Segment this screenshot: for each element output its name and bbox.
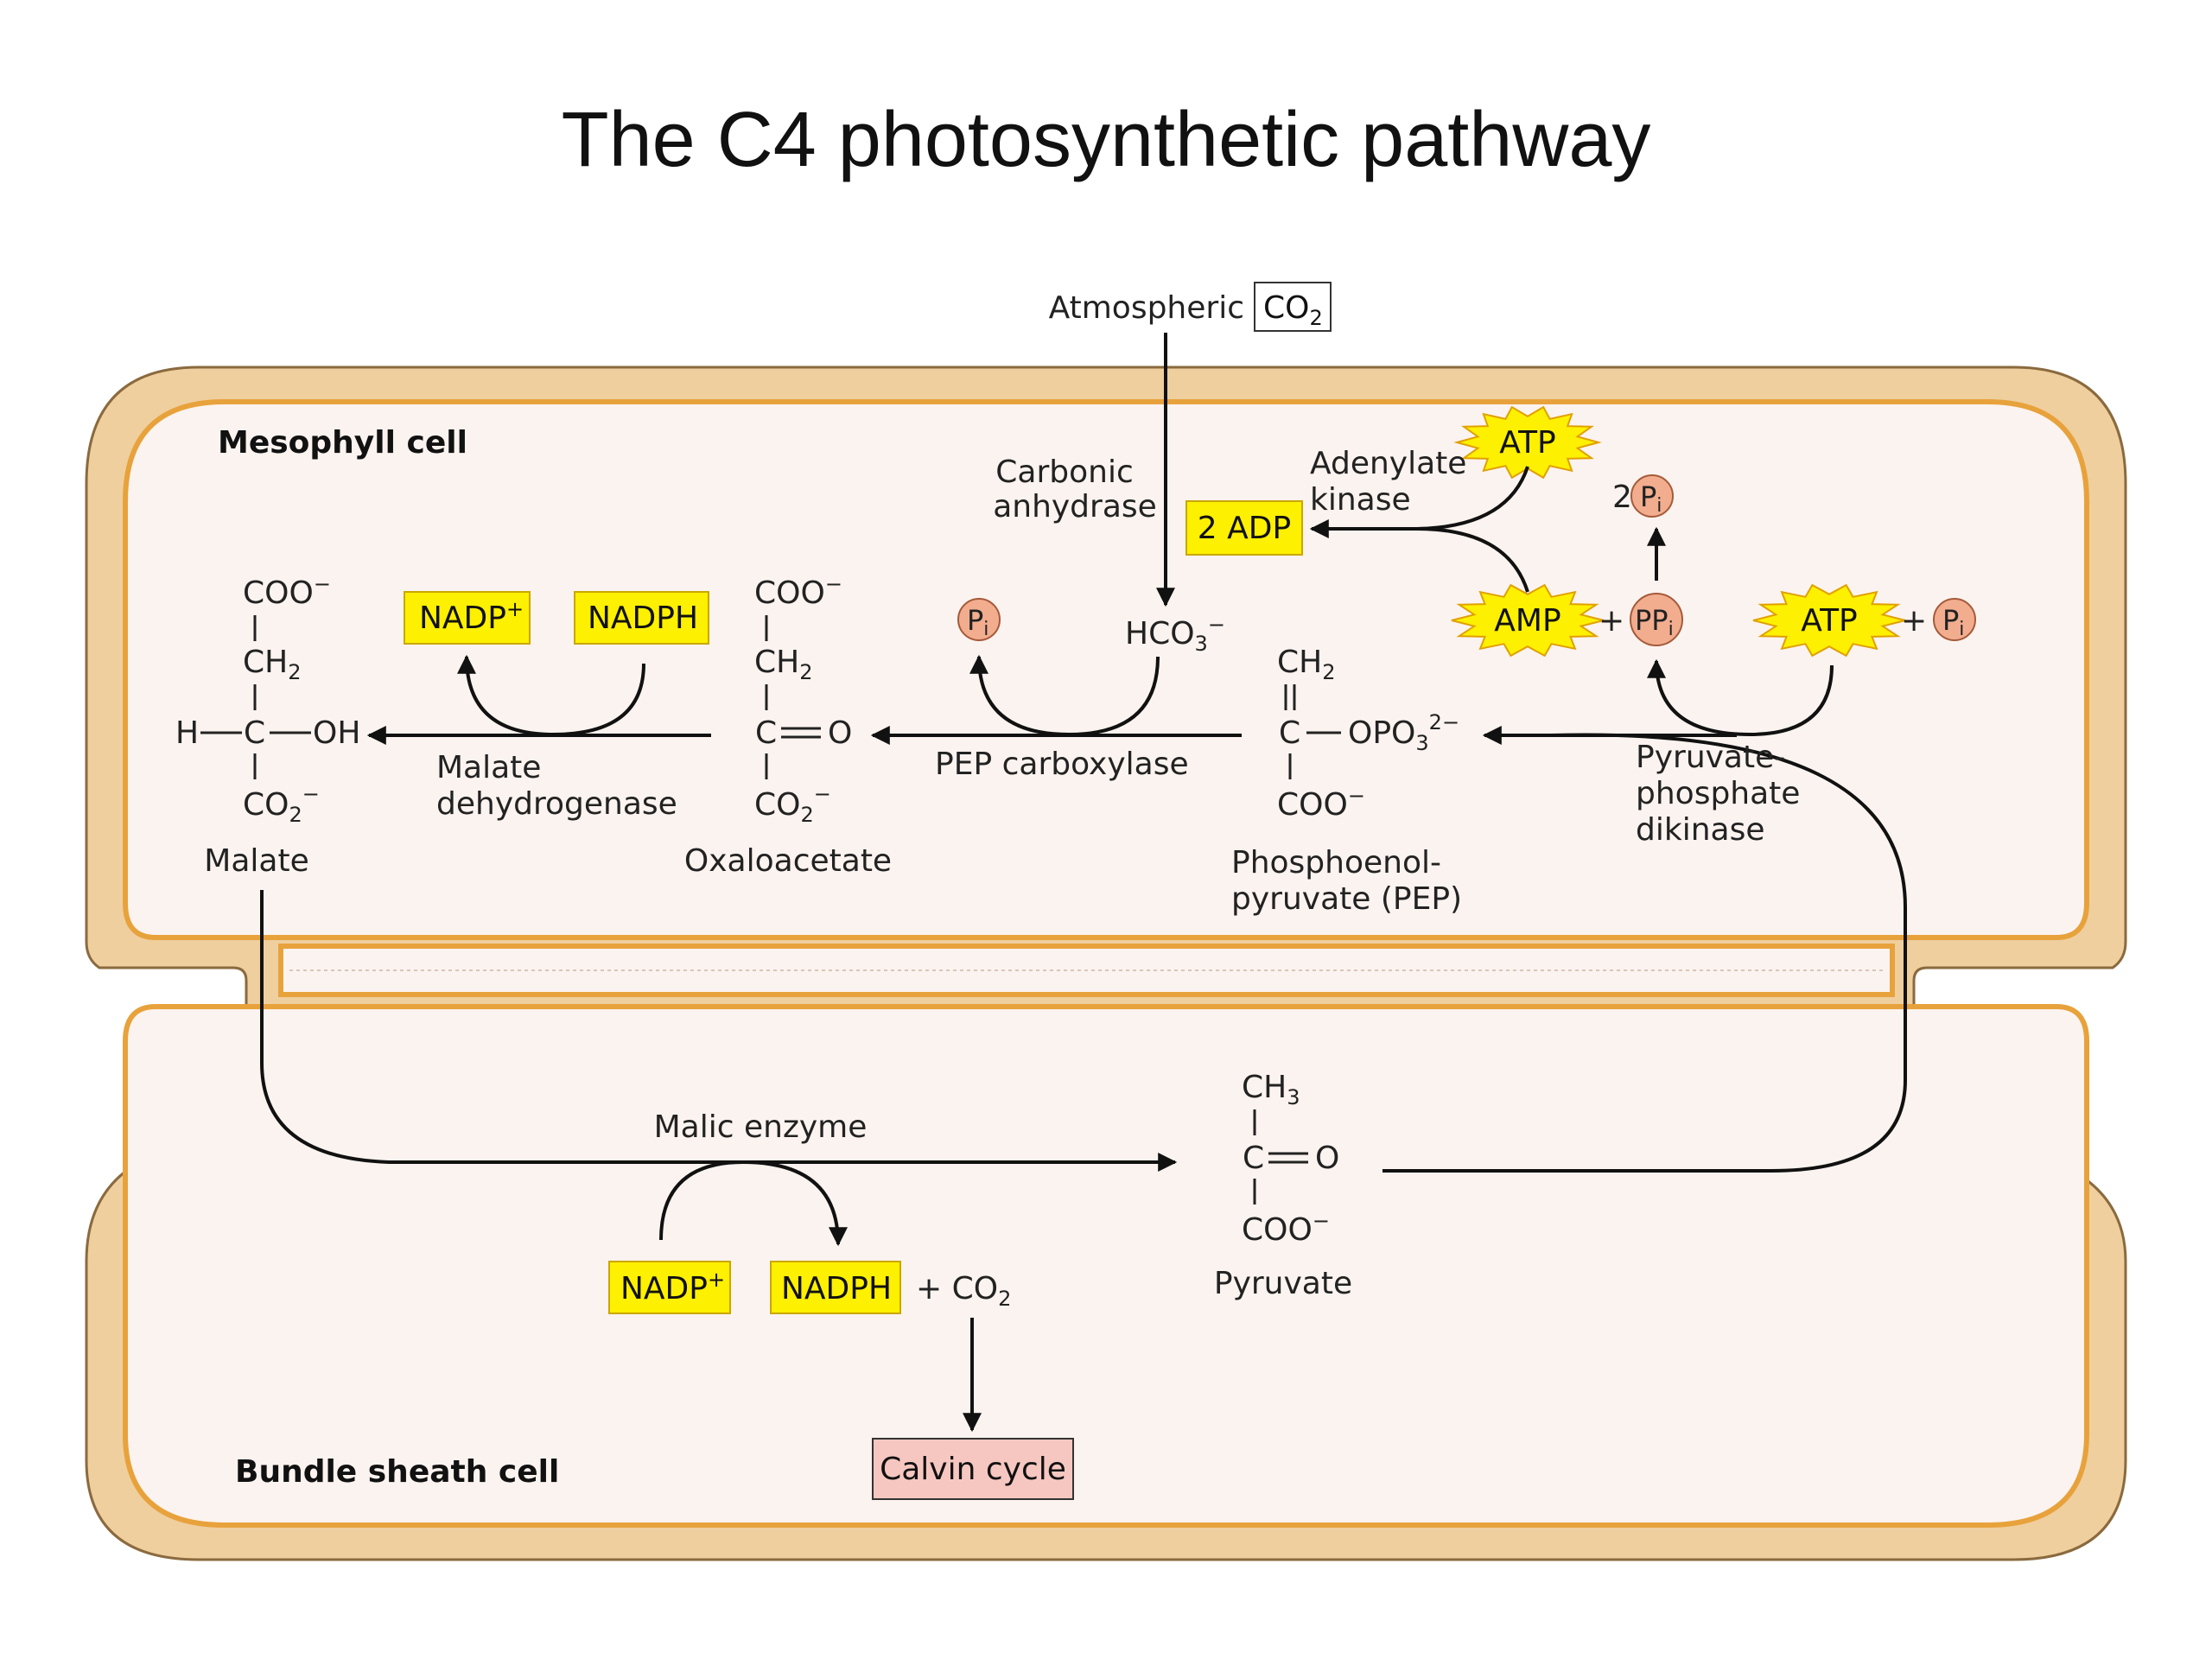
pi-circle-pep (957, 598, 1001, 641)
nadp-bundle-box (608, 1261, 731, 1314)
svg-text:C: C (244, 715, 265, 751)
malic-enzyme-label: Malic enzyme (654, 1109, 868, 1145)
svg-text:COO−: COO− (243, 572, 331, 611)
plus-amp-ppi: + (1599, 603, 1624, 639)
atp-top-text: ATP (1499, 425, 1556, 461)
pep-carboxylase-label: PEP carboxylase (935, 747, 1189, 782)
malate-dh-label-1: Malate (436, 750, 541, 785)
bundle-sheath-cell (123, 1004, 2089, 1528)
oxaloacetate-label: Oxaloacetate (684, 843, 892, 879)
ppi-text: PPi (1635, 604, 1674, 640)
nadp-mesophyll-text: NADP+ (419, 597, 524, 636)
amp-starburst (1451, 583, 1605, 658)
svg-text:C: C (1279, 715, 1300, 751)
svg-text:CH2: CH2 (243, 645, 302, 684)
adenylate-kinase-curve-atp (1416, 466, 1529, 531)
nadph-bundle-box (770, 1261, 901, 1314)
adenylate-kinase-label-2: kinase (1310, 482, 1411, 518)
svg-text:O: O (1315, 1141, 1339, 1176)
ppdk-label-2: phosphate (1636, 776, 1800, 811)
page-title: The C4 photosynthetic pathway (562, 97, 1651, 183)
plus-co2-text: + CO2 (916, 1271, 1011, 1311)
carbonic-anhydrase-label-2: anhydrase (993, 489, 1157, 524)
pi-right-text: Pi (1942, 604, 1964, 640)
svg-text:OH: OH (313, 715, 360, 751)
malate-label: Malate (204, 843, 308, 879)
malate-dh-loop (457, 654, 645, 737)
pi-circle-top (1630, 474, 1674, 518)
calvin-cycle-box (872, 1438, 1074, 1500)
pi-top-text: Pi (1640, 480, 1662, 517)
nadp-mesophyll-box (404, 591, 531, 645)
pyruvate-label: Pyruvate (1214, 1266, 1352, 1301)
oxaloacetate-structure: COO− CH2 C O CO2− (754, 572, 852, 827)
svg-text:O: O (828, 715, 852, 751)
pi-pep-text: Pi (967, 604, 988, 640)
atmospheric-label: Atmospheric (1049, 290, 1244, 326)
svg-text:COO−: COO− (754, 572, 842, 611)
two-pi-prefix: 2 (1612, 480, 1632, 515)
atp-top-starburst (1453, 405, 1602, 480)
adenylate-kinase-label-1: Adenylate (1310, 446, 1466, 481)
amp-text: AMP (1494, 603, 1560, 639)
mesophyll-label: Mesophyll cell (218, 425, 467, 461)
mesophyll-cell (123, 399, 2089, 940)
svg-text:COO−: COO− (1242, 1209, 1330, 1248)
malate-transport-arrow (260, 890, 1178, 1172)
svg-text:OPO32−: OPO32− (1348, 710, 1459, 755)
ppi-circle (1630, 593, 1683, 646)
pep-carboxylase-loop (969, 654, 1160, 737)
ppdk-label-1: Pyruvate- (1636, 740, 1785, 775)
malic-enzyme-loop (659, 1160, 848, 1247)
svg-text:CH3: CH3 (1242, 1070, 1300, 1109)
plus-atp-pi: + (1901, 603, 1927, 639)
hco3-label: HCO3− (1125, 613, 1225, 656)
nadph-mesophyll-text: NADPH (588, 601, 698, 636)
nadp-bundle-text: NADP+ (620, 1268, 725, 1306)
svg-text:CH2: CH2 (754, 645, 813, 684)
atp-right-starburst (1752, 583, 1906, 658)
svg-text:C: C (755, 715, 777, 751)
nadph-mesophyll-box (574, 591, 709, 645)
pep-structure: CH2 C OPO32− COO− (1277, 645, 1459, 823)
bundle-sheath-label: Bundle sheath cell (235, 1454, 559, 1490)
calvin-cycle-text: Calvin cycle (880, 1452, 1066, 1487)
svg-text:COO−: COO− (1277, 784, 1365, 823)
pyruvate-to-pep-arrow (1382, 733, 1907, 1173)
svg-text:CO2−: CO2− (754, 782, 831, 827)
adenylate-kinase-curve-amp (1309, 519, 1529, 593)
nadph-bundle-text: NADPH (781, 1271, 892, 1306)
svg-text:CO2−: CO2− (243, 782, 320, 827)
two-adp-text: 2 ADP (1198, 511, 1291, 546)
co2-box (1254, 282, 1332, 332)
co2-box-text: CO2 (1263, 290, 1323, 330)
pi-circle-right (1933, 598, 1976, 641)
pep-label-2: pyruvate (PEP) (1231, 881, 1462, 917)
pyruvate-structure: CH3 C O COO− (1242, 1070, 1339, 1248)
svg-text:CH2: CH2 (1277, 645, 1336, 684)
carbonic-anhydrase-label-1: Carbonic (995, 454, 1134, 490)
ppdk-label-3: dikinase (1636, 812, 1764, 848)
svg-text:C: C (1243, 1141, 1264, 1176)
atp-right-text: ATP (1801, 603, 1858, 639)
two-adp-box (1185, 500, 1303, 556)
ppdk-loop (1647, 658, 1834, 737)
malate-structure: COO− CH2 H C OH CO2− (175, 572, 360, 827)
svg-text:H: H (175, 715, 199, 751)
pep-label-1: Phosphoenol- (1231, 845, 1441, 880)
malate-dh-label-2: dehydrogenase (436, 786, 677, 822)
